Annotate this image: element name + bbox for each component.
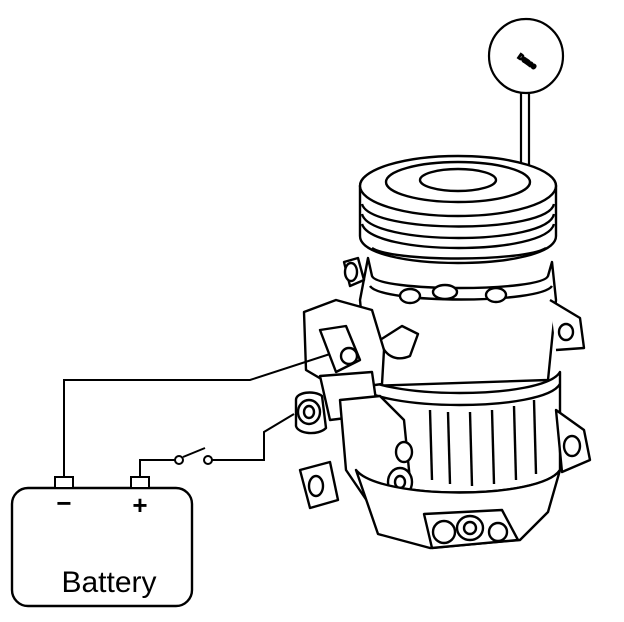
- switch-contact-right: [203, 455, 213, 465]
- switch-contact-left: [174, 455, 184, 465]
- switch-lever: [182, 447, 206, 458]
- battery-case: [10, 486, 194, 608]
- negative-terminal-label: −: [56, 488, 71, 518]
- positive-lead-wire: [139, 459, 176, 480]
- compressor-pulley: [358, 154, 558, 265]
- battery-label: Battery: [61, 566, 156, 599]
- negative-terminal-post: [54, 476, 74, 489]
- compressor: [294, 154, 592, 550]
- switch-to-connector-wire: [212, 413, 295, 461]
- battery: − + Battery: [10, 476, 194, 608]
- compressor-right-mount: [554, 408, 592, 474]
- compressor-lower-housing: [354, 468, 562, 550]
- compressor-left-bracket: [294, 298, 414, 516]
- positive-terminal-post: [130, 476, 150, 489]
- compressor-upper-housing: [342, 256, 586, 388]
- negative-lead-wire: [63, 353, 331, 480]
- positive-terminal-label: +: [132, 490, 147, 520]
- wiring: [63, 353, 331, 480]
